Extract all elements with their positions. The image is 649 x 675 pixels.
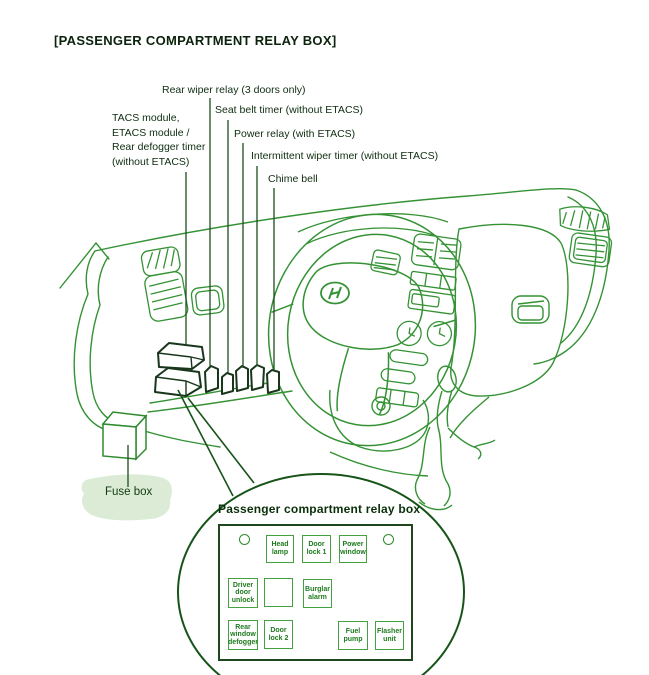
relay-box-outline xyxy=(218,524,413,661)
dashboard-outline xyxy=(59,188,610,448)
relay-door-lock-2: Door lock 2 xyxy=(264,620,293,649)
fuse-box-drawing xyxy=(101,411,148,461)
relay-rear-window-defogger: Rear window defogger xyxy=(228,620,258,650)
relay-door-lock-1: Door lock 1 xyxy=(302,535,331,563)
relay-driver-door-unlock: Driver door unlock xyxy=(228,578,258,608)
center-switch-panel xyxy=(190,285,225,316)
relay-burglar-alarm: Burglar alarm xyxy=(303,579,332,608)
callout-rear-wiper-relay: Rear wiper relay (3 doors only) xyxy=(162,84,306,96)
glove-box xyxy=(450,223,569,397)
callout-intermittent-wiper-timer: Intermittent wiper timer (without ETACS) xyxy=(251,150,439,162)
callout-chime-bell: Chime bell xyxy=(268,173,318,185)
magnifier-bubble xyxy=(177,473,465,675)
hyundai-logo-icon xyxy=(320,281,350,305)
magnifier-cone xyxy=(177,389,255,497)
relay-empty-slot xyxy=(264,578,293,607)
callout-tacs-module: TACS module, ETACS module / Rear defogge… xyxy=(112,112,206,168)
steering-wheel xyxy=(267,213,477,447)
left-speaker-grille xyxy=(144,271,189,322)
callout-seat-belt-timer: Seat belt timer (without ETACS) xyxy=(215,104,364,116)
center-stack xyxy=(375,233,462,408)
relay-flasher-unit: Flasher unit xyxy=(375,621,404,650)
relay-fuel-pump: Fuel pump xyxy=(338,621,368,650)
relay-power-window: Power window xyxy=(339,535,367,563)
gear-shifter xyxy=(329,365,496,511)
callout-power-relay: Power relay (with ETACS) xyxy=(234,128,356,140)
right-vents xyxy=(559,206,613,268)
relay-components xyxy=(154,342,280,397)
mounting-hole-left xyxy=(239,534,250,545)
callout-fuse-box: Fuse box xyxy=(105,486,153,498)
page-title: [PASSENGER COMPARTMENT RELAY BOX] xyxy=(54,33,337,48)
detail-title: Passenger compartment relay box xyxy=(218,502,421,516)
fuse-label-highlight xyxy=(81,474,172,521)
leader-lines xyxy=(127,98,275,487)
relay-head-lamp: Head lamp xyxy=(266,535,294,563)
mounting-hole-right xyxy=(383,534,394,545)
steering-column xyxy=(329,389,430,452)
